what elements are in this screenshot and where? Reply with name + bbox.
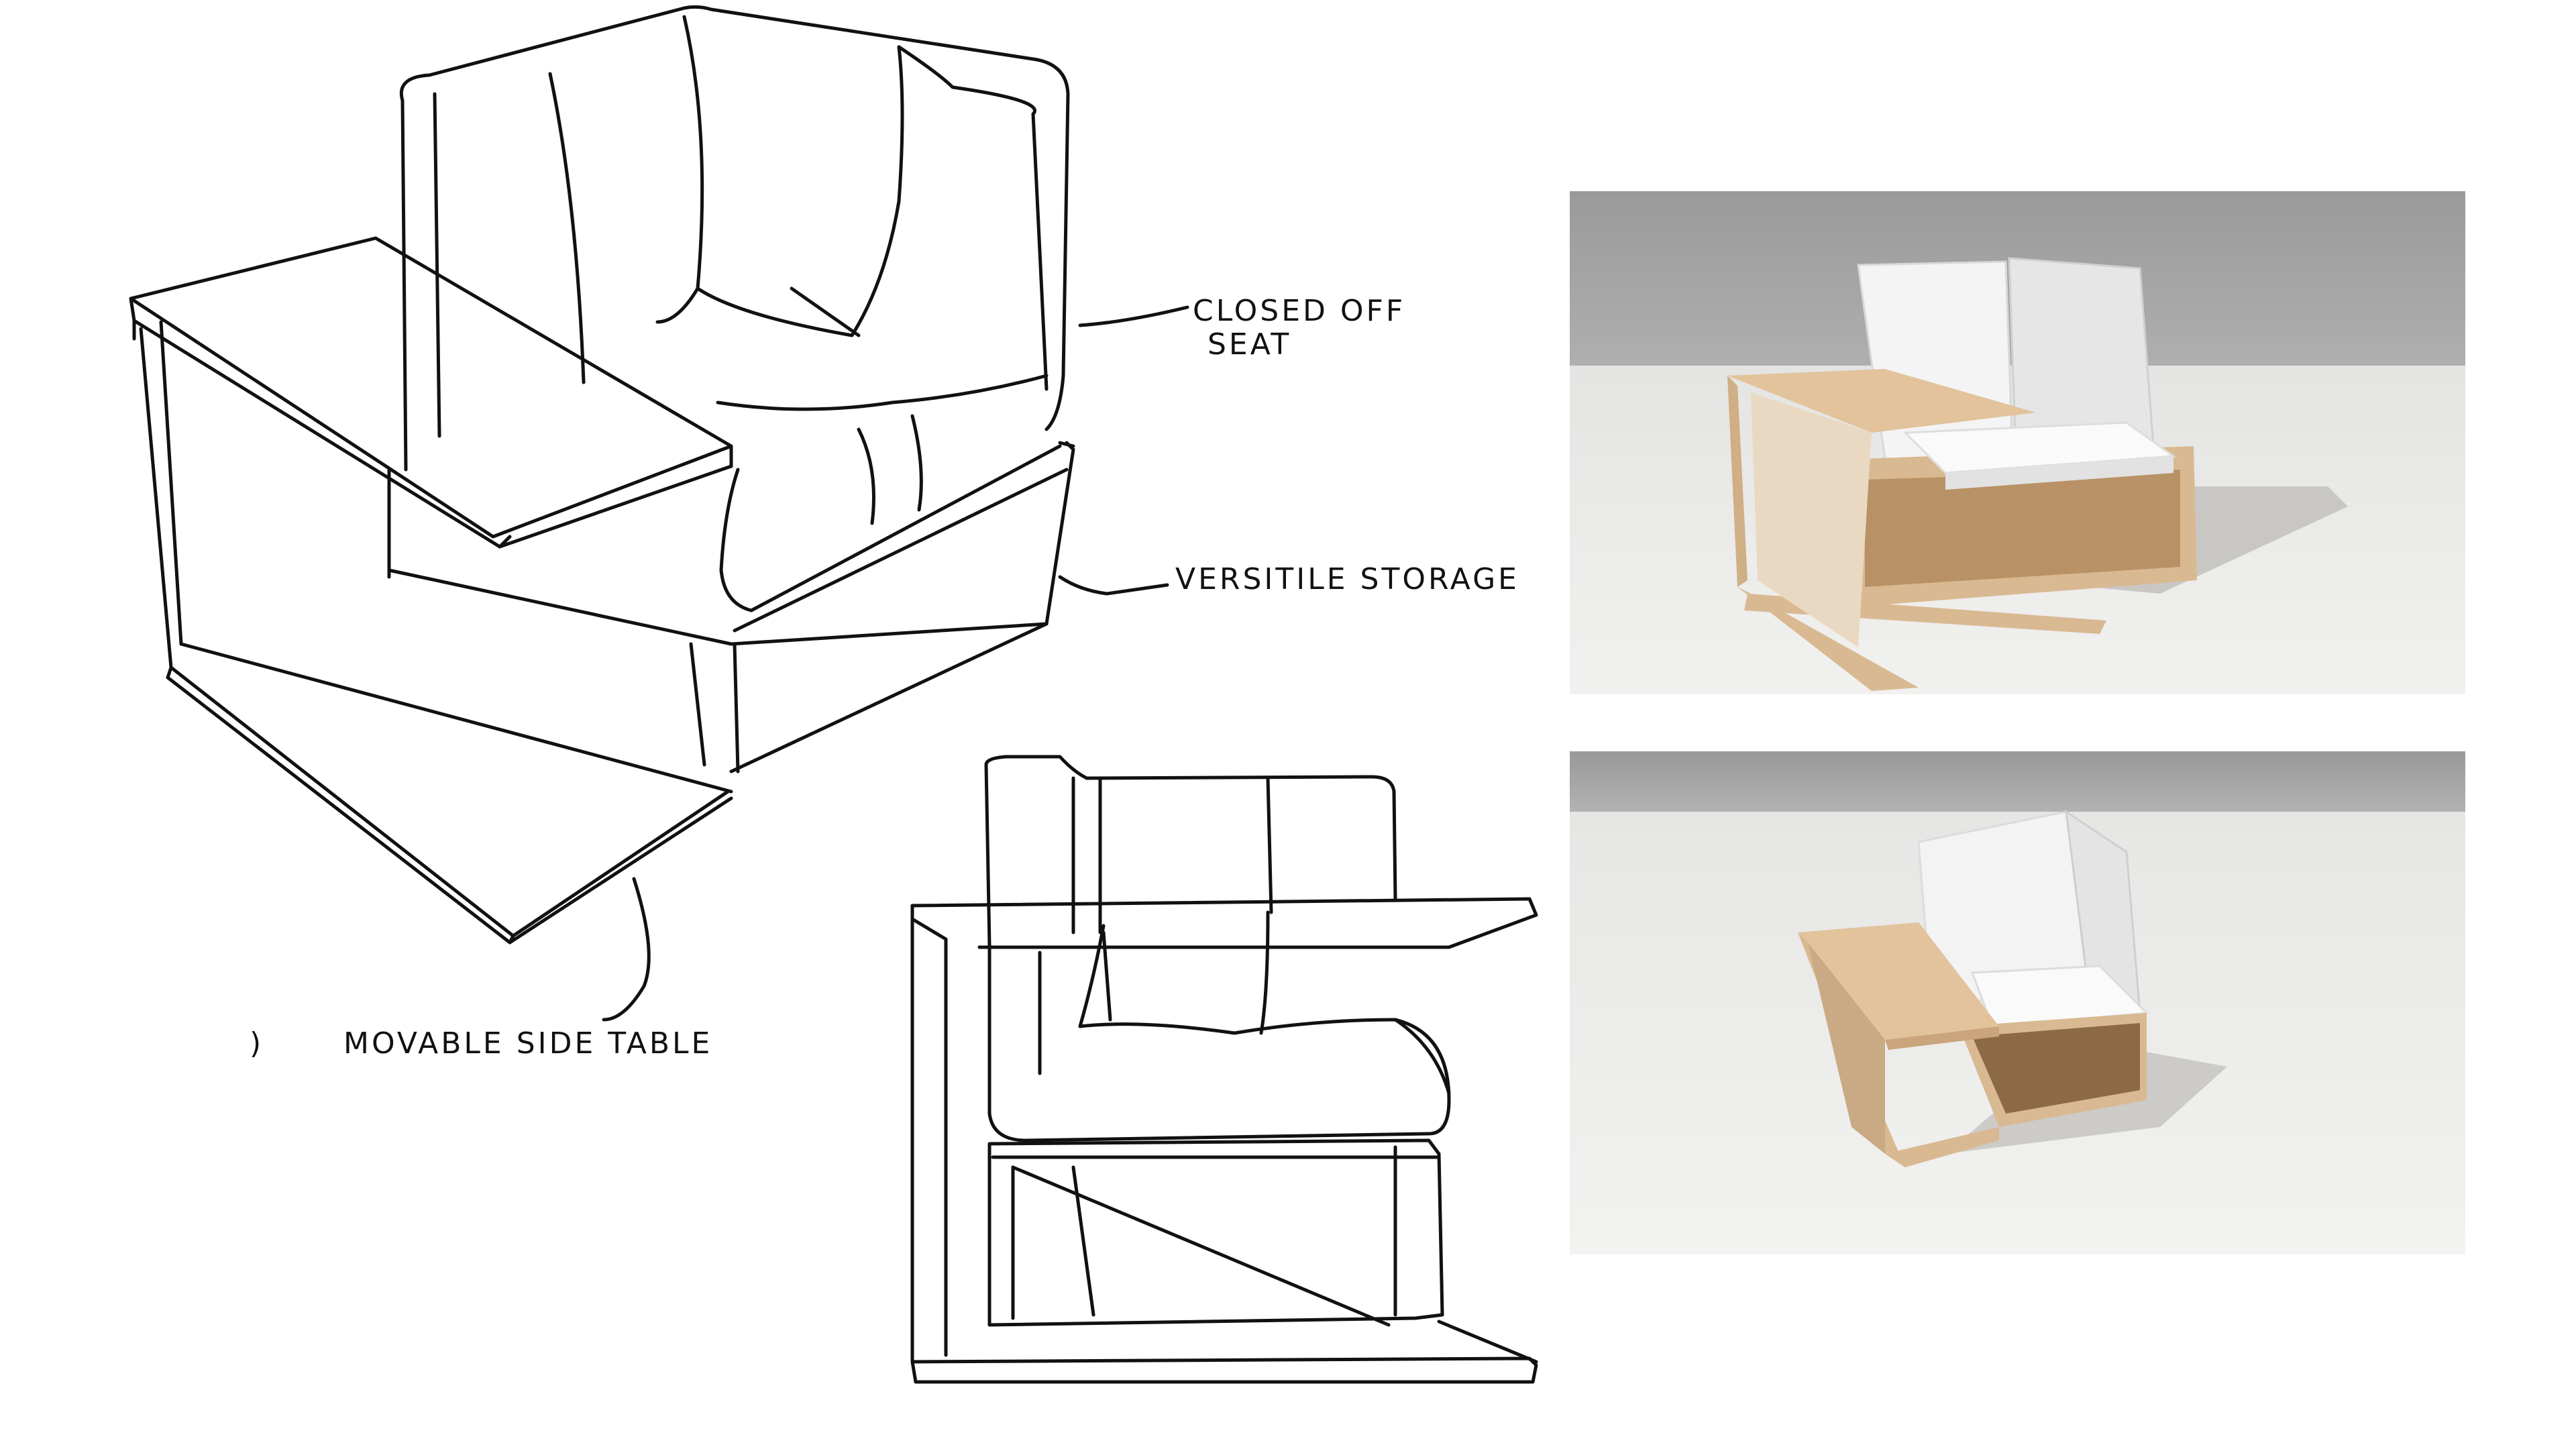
chair-sketch-isometric bbox=[129, 5, 1189, 1022]
chair-model-photo bbox=[1570, 191, 2465, 694]
annotation-movable-side-table: MOVABLE SIDE TABLE bbox=[343, 1026, 713, 1061]
stray-mark: ) bbox=[250, 1026, 264, 1061]
chair-model-photo bbox=[1570, 751, 2465, 1254]
model-photo-1 bbox=[1570, 191, 2465, 694]
annotation-closed-off-seat-line1: CLOSED OFF bbox=[1193, 294, 1406, 328]
annotation-closed-off-seat-line2: SEAT bbox=[1208, 327, 1292, 362]
chair-sketch-front bbox=[910, 755, 1538, 1384]
annotation-versatile-storage: VERSITILE STORAGE bbox=[1175, 562, 1519, 596]
model-photo-2 bbox=[1570, 751, 2465, 1254]
